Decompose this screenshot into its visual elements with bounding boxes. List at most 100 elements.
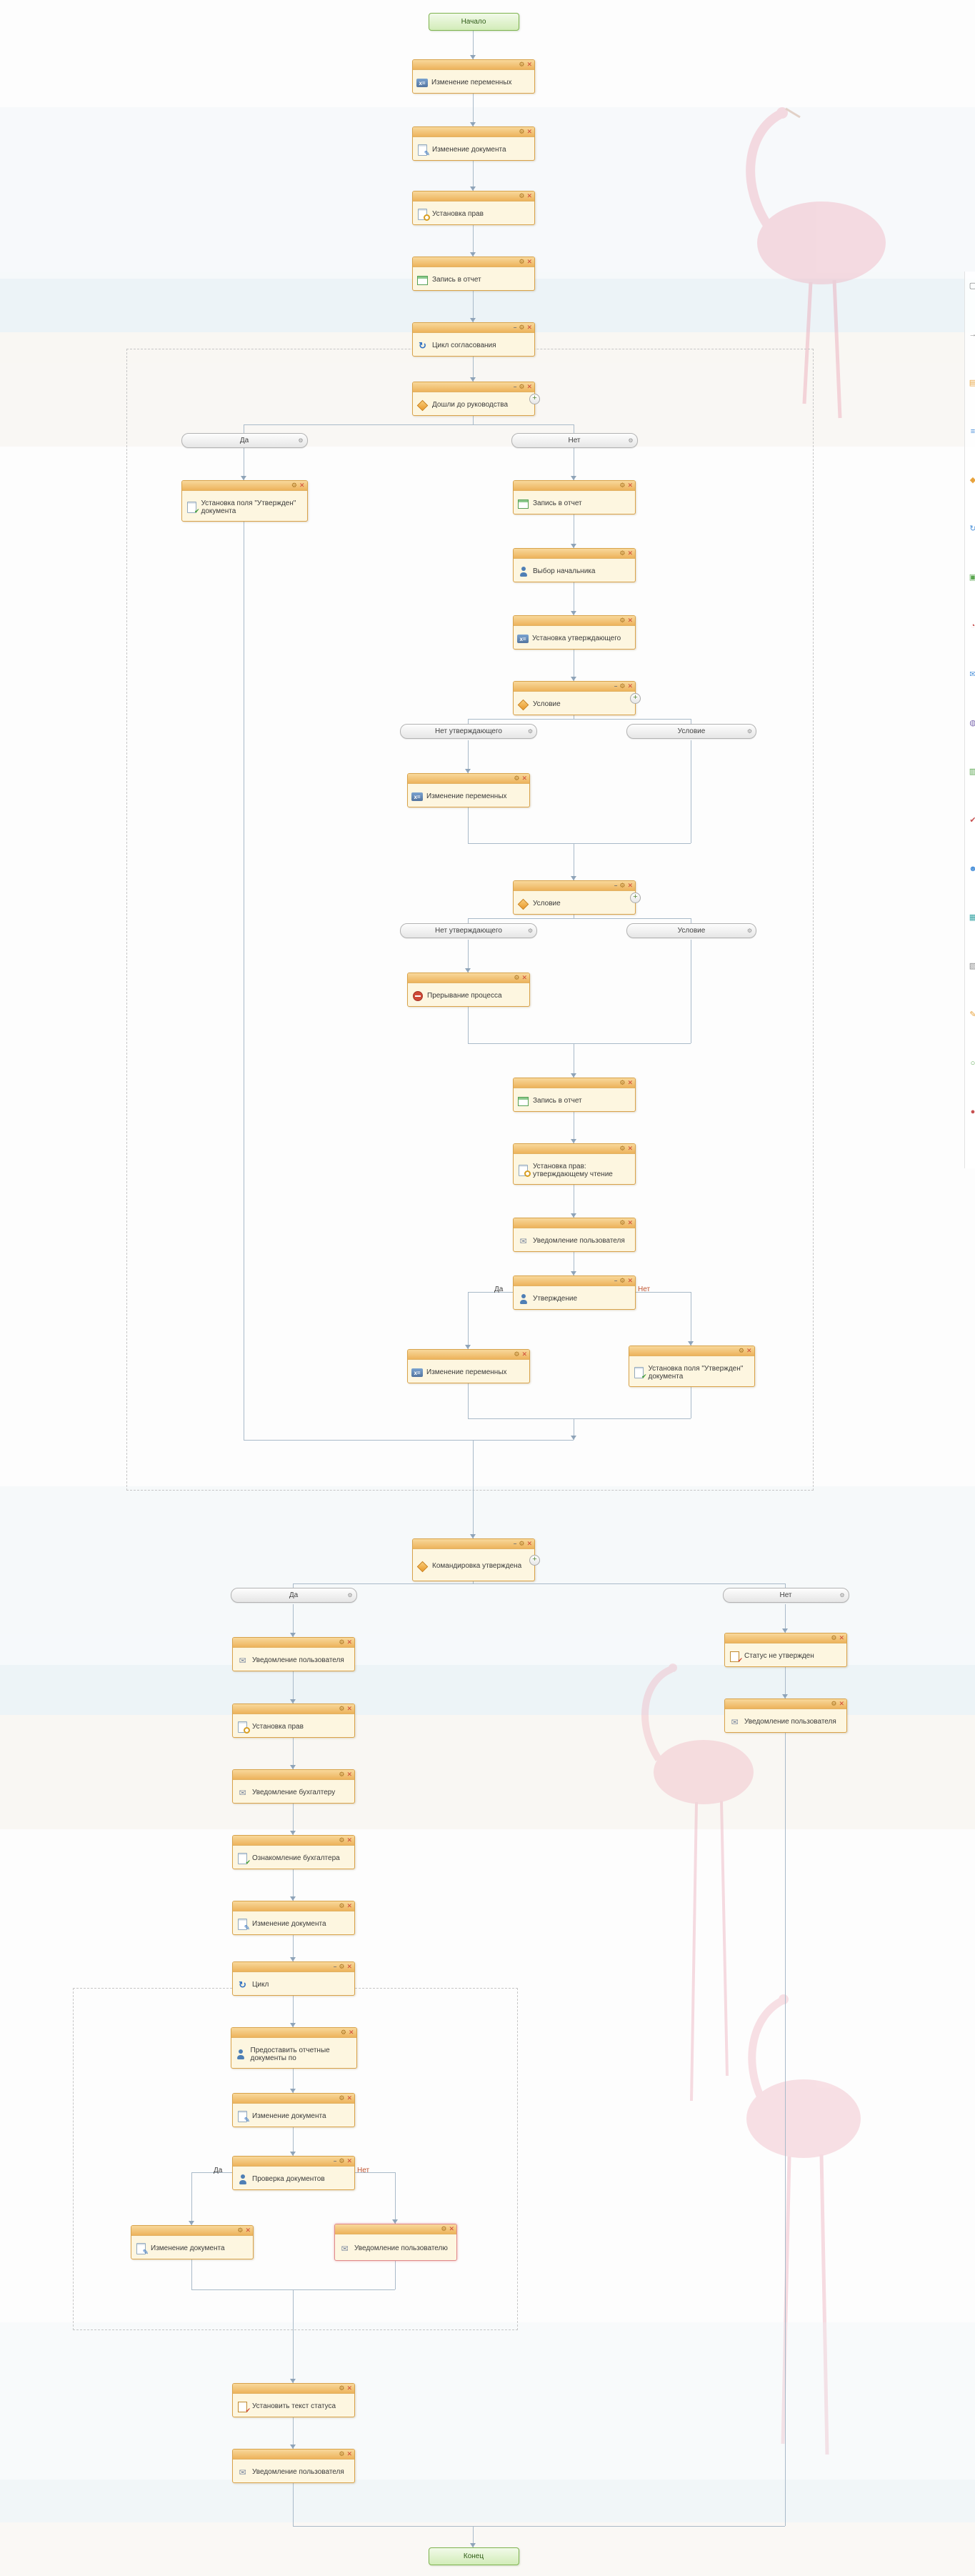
node-set-permissions-1[interactable]: ⚙✕Установка прав xyxy=(412,191,535,225)
palette-loop-icon[interactable]: ↻ xyxy=(969,524,975,533)
settings-icon[interactable]: ⚙ xyxy=(619,1219,626,1226)
delete-icon[interactable]: ✕ xyxy=(526,1540,532,1547)
node-reached-management[interactable]: –⚙✕Дошли до руководства+ xyxy=(412,382,540,416)
node-change-vars-1[interactable]: ⚙✕Изменение переменных xyxy=(412,59,535,94)
delete-icon[interactable]: ✕ xyxy=(449,2225,454,2232)
node-approval-loop[interactable]: –⚙✕Цикл согласования xyxy=(412,322,535,357)
minimize-icon[interactable]: – xyxy=(513,324,517,331)
settings-icon[interactable]: ⚙ xyxy=(339,2157,345,2164)
settings-icon[interactable]: ⚙ xyxy=(746,927,752,934)
settings-icon[interactable]: ⚙ xyxy=(339,2094,345,2102)
branch-pill[interactable]: Нет⚙ xyxy=(722,1588,849,1603)
delete-icon[interactable]: ✕ xyxy=(627,482,633,489)
delete-icon[interactable]: ✕ xyxy=(521,1351,527,1358)
delete-icon[interactable]: ✕ xyxy=(526,61,532,68)
node-change-vars-2[interactable]: ⚙✕Изменение переменных xyxy=(407,773,530,807)
settings-icon[interactable]: ⚙ xyxy=(514,974,520,981)
node-check-documents[interactable]: –⚙✕Проверка документов xyxy=(232,2156,355,2190)
settings-icon[interactable]: ⚙ xyxy=(519,258,525,265)
settings-icon[interactable]: ⚙ xyxy=(839,1591,845,1598)
delete-icon[interactable]: ✕ xyxy=(346,1705,352,1712)
delete-icon[interactable]: ✕ xyxy=(627,1079,633,1086)
minimize-icon[interactable]: – xyxy=(614,882,618,889)
palette-connector-tool-icon[interactable]: → xyxy=(969,330,975,339)
delete-icon[interactable]: ✕ xyxy=(627,882,633,889)
branch-pill[interactable]: Нет утверждающего⚙ xyxy=(400,724,537,739)
delete-icon[interactable]: ✕ xyxy=(627,1277,633,1284)
settings-icon[interactable]: ⚙ xyxy=(291,482,297,489)
settings-icon[interactable]: ⚙ xyxy=(339,2450,345,2457)
settings-icon[interactable]: ⚙ xyxy=(628,437,634,444)
branch-pill[interactable]: Условие⚙ xyxy=(626,923,756,938)
delete-icon[interactable]: ✕ xyxy=(346,1771,352,1778)
delete-icon[interactable]: ✕ xyxy=(526,192,532,199)
branch-pill[interactable]: Нет утверждающего⚙ xyxy=(400,923,537,938)
settings-icon[interactable]: ⚙ xyxy=(619,1145,626,1152)
settings-icon[interactable]: ⚙ xyxy=(339,1638,345,1646)
delete-icon[interactable]: ✕ xyxy=(299,482,305,489)
settings-icon[interactable]: ⚙ xyxy=(527,727,533,735)
delete-icon[interactable]: ✕ xyxy=(526,383,532,390)
node-set-permissions-approver[interactable]: ⚙✕Установка прав: утверждающему чтение xyxy=(513,1143,636,1185)
settings-icon[interactable]: ⚙ xyxy=(441,2225,447,2232)
settings-icon[interactable]: ⚙ xyxy=(339,1771,345,1778)
settings-icon[interactable]: ⚙ xyxy=(519,324,525,331)
node-notify-user-2[interactable]: ⚙✕Уведомление пользователя xyxy=(232,1637,355,1671)
palette-document-icon[interactable]: ▥ xyxy=(969,767,975,776)
palette-script-icon[interactable]: ≡ xyxy=(970,427,975,436)
delete-icon[interactable]: ✕ xyxy=(521,775,527,782)
settings-icon[interactable]: ⚙ xyxy=(298,437,304,444)
node-notify-accountant[interactable]: ⚙✕Уведомление бухгалтеру xyxy=(232,1769,355,1804)
delete-icon[interactable]: ✕ xyxy=(746,1347,752,1354)
settings-icon[interactable]: ⚙ xyxy=(339,2384,345,2392)
minimize-icon[interactable]: – xyxy=(614,1278,618,1284)
palette-condition-icon[interactable]: ◆ xyxy=(969,476,975,484)
delete-icon[interactable]: ✕ xyxy=(346,2157,352,2164)
minimize-icon[interactable]: – xyxy=(614,683,618,690)
node-notify-user-1[interactable]: ⚙✕Уведомление пользователя xyxy=(513,1218,636,1252)
palette-user-task-icon[interactable]: ☻ xyxy=(969,865,975,873)
delete-icon[interactable]: ✕ xyxy=(627,617,633,624)
event-end[interactable]: Конец xyxy=(428,2547,519,2565)
node-set-approver[interactable]: ⚙✕Установка утверждающего xyxy=(513,615,636,650)
settings-icon[interactable]: ⚙ xyxy=(527,927,533,934)
delete-icon[interactable]: ✕ xyxy=(346,1638,352,1646)
node-terminate-process[interactable]: ⚙✕Прерывание процесса xyxy=(407,973,530,1007)
node-choose-manager[interactable]: ⚙✕Выбор начальника xyxy=(513,548,636,582)
settings-icon[interactable]: ⚙ xyxy=(340,2029,346,2036)
node-edit-document-2[interactable]: ⚙✕Изменение документа xyxy=(232,1901,355,1935)
settings-icon[interactable]: ⚙ xyxy=(831,1700,837,1707)
settings-icon[interactable]: ⚙ xyxy=(519,1540,525,1547)
node-condition-2[interactable]: –⚙✕Условие+ xyxy=(513,880,641,915)
settings-icon[interactable]: ⚙ xyxy=(339,1902,345,1909)
branch-pill[interactable]: Нет⚙ xyxy=(511,433,638,448)
delete-icon[interactable]: ✕ xyxy=(346,1836,352,1844)
minimize-icon[interactable]: – xyxy=(333,1964,337,1970)
delete-icon[interactable]: ✕ xyxy=(346,2384,352,2392)
palette-timer-icon[interactable]: ◔ xyxy=(970,622,975,630)
node-report-loop[interactable]: –⚙✕Цикл xyxy=(232,1961,355,1996)
settings-icon[interactable]: ⚙ xyxy=(519,61,525,68)
node-write-report-3[interactable]: ⚙✕Запись в отчет xyxy=(513,1078,636,1112)
settings-icon[interactable]: ⚙ xyxy=(619,549,626,557)
delete-icon[interactable]: ✕ xyxy=(346,1902,352,1909)
delete-icon[interactable]: ✕ xyxy=(526,128,532,135)
node-set-permissions-2[interactable]: ⚙✕Установка прав xyxy=(232,1704,355,1738)
settings-icon[interactable]: ⚙ xyxy=(519,192,525,199)
node-write-report-1[interactable]: ⚙✕Запись в отчет xyxy=(412,257,535,291)
palette-select-tool-icon[interactable]: ▢ xyxy=(969,282,975,290)
delete-icon[interactable]: ✕ xyxy=(521,974,527,981)
node-notify-user-4[interactable]: ⚙✕Уведомление пользователя xyxy=(232,2449,355,2483)
settings-icon[interactable]: ⚙ xyxy=(746,727,752,735)
node-notify-user-3[interactable]: ⚙✕Уведомление пользователю xyxy=(334,2224,457,2261)
settings-icon[interactable]: ⚙ xyxy=(339,1836,345,1844)
palette-task-icon[interactable]: ▤ xyxy=(969,379,975,387)
delete-icon[interactable]: ✕ xyxy=(627,1145,633,1152)
branch-pill[interactable]: Условие⚙ xyxy=(626,724,756,739)
palette-notification-icon[interactable]: ◍ xyxy=(969,719,975,727)
settings-icon[interactable]: ⚙ xyxy=(619,682,626,690)
node-accountant-review[interactable]: ⚙✕Ознакомление бухгалтера xyxy=(232,1835,355,1869)
delete-icon[interactable]: ✕ xyxy=(346,2450,352,2457)
palette-swimlane-icon[interactable]: ▧ xyxy=(969,962,975,970)
